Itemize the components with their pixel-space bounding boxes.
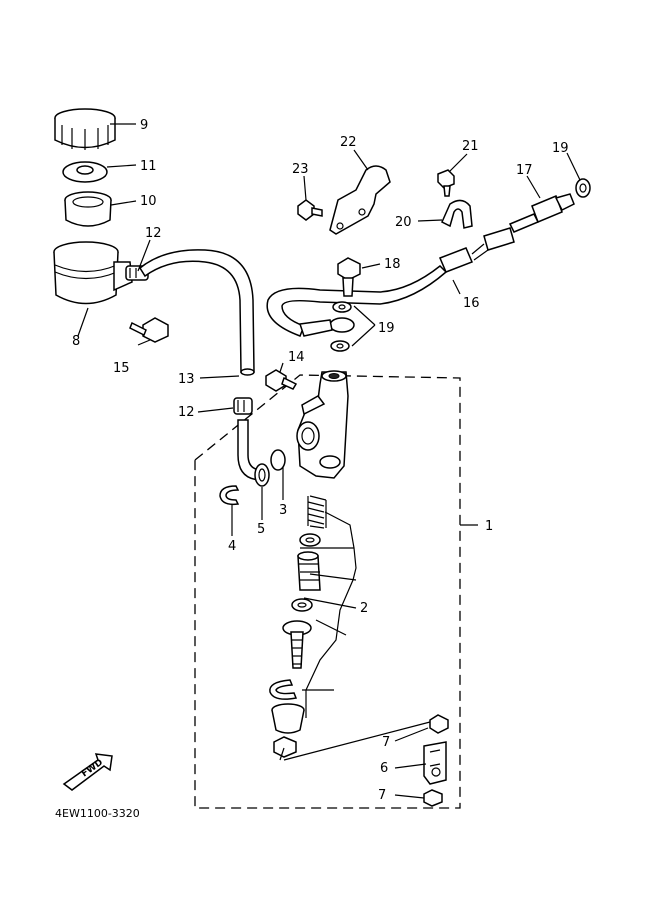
reservoir	[53, 241, 133, 305]
copper-washer-upper	[332, 301, 352, 313]
callout-1: 1	[485, 519, 493, 534]
hose-bracket	[329, 165, 391, 235]
push-rod	[282, 620, 312, 669]
o-ring	[270, 449, 286, 471]
hose-holder	[441, 199, 473, 229]
holder-screw	[437, 169, 455, 197]
callout-16: 16	[463, 296, 480, 311]
reservoir-bolt	[129, 317, 169, 343]
callout-20: 20	[395, 215, 412, 230]
hose-joint	[237, 419, 270, 487]
circlip-small	[219, 485, 240, 506]
callout-21: 21	[462, 139, 479, 154]
diaphragm-holder	[64, 191, 112, 227]
mounting-bolt	[265, 369, 298, 392]
clevis-nut-lower	[423, 789, 443, 807]
callout-7-lower: 7	[378, 788, 386, 803]
callout-2: 2	[360, 601, 368, 616]
lock-nut	[273, 736, 297, 758]
callout-19-middle: 19	[378, 321, 395, 336]
hose-clip-lower	[233, 397, 253, 415]
drawing-code: 4EW1100-3320	[55, 807, 140, 820]
diaphragm	[62, 161, 108, 183]
brake-hose	[266, 227, 515, 337]
master-cylinder-body	[296, 370, 349, 479]
primary-cup	[299, 533, 321, 547]
leader-lines	[77, 123, 581, 799]
circlip-large	[269, 679, 298, 700]
clevis	[423, 741, 447, 785]
bracket-bolt	[297, 199, 323, 221]
callout-23: 23	[292, 162, 309, 177]
hose-adapter	[508, 193, 575, 233]
callout-5: 5	[257, 522, 265, 537]
callout-22: 22	[340, 135, 357, 150]
fwd-arrow-icon	[62, 753, 113, 791]
union-bolt	[337, 257, 361, 297]
clevis-nut-upper	[429, 714, 449, 734]
piston	[297, 551, 321, 591]
callouts: 9 11 10 12 8 15 13 12 14 3 5 4 2 1 7 6 7…	[72, 118, 569, 803]
callout-15: 15	[113, 361, 130, 376]
copper-washer-lower	[330, 340, 350, 352]
dust-boot	[271, 703, 305, 734]
callout-12-upper: 12	[145, 226, 162, 241]
callout-12-lower: 12	[178, 405, 195, 420]
callout-11: 11	[140, 159, 157, 174]
callout-19-right: 19	[552, 141, 569, 156]
banjo-fitting	[299, 317, 355, 337]
callout-13: 13	[178, 372, 195, 387]
adapter-washer	[575, 178, 591, 198]
callout-7-upper: 7	[382, 735, 390, 750]
assembly-boundary	[194, 374, 461, 809]
callout-14: 14	[288, 350, 305, 365]
callout-9: 9	[140, 118, 148, 133]
secondary-seal	[291, 598, 313, 612]
reservoir-cap	[54, 108, 116, 150]
callout-3: 3	[279, 503, 287, 518]
callout-10: 10	[140, 194, 157, 209]
callout-17: 17	[516, 163, 533, 178]
reservoir-hose	[139, 249, 255, 376]
callout-6: 6	[380, 761, 388, 776]
callout-18: 18	[384, 257, 401, 272]
callout-4: 4	[228, 539, 236, 554]
callout-8: 8	[72, 334, 80, 349]
return-spring	[307, 495, 327, 529]
